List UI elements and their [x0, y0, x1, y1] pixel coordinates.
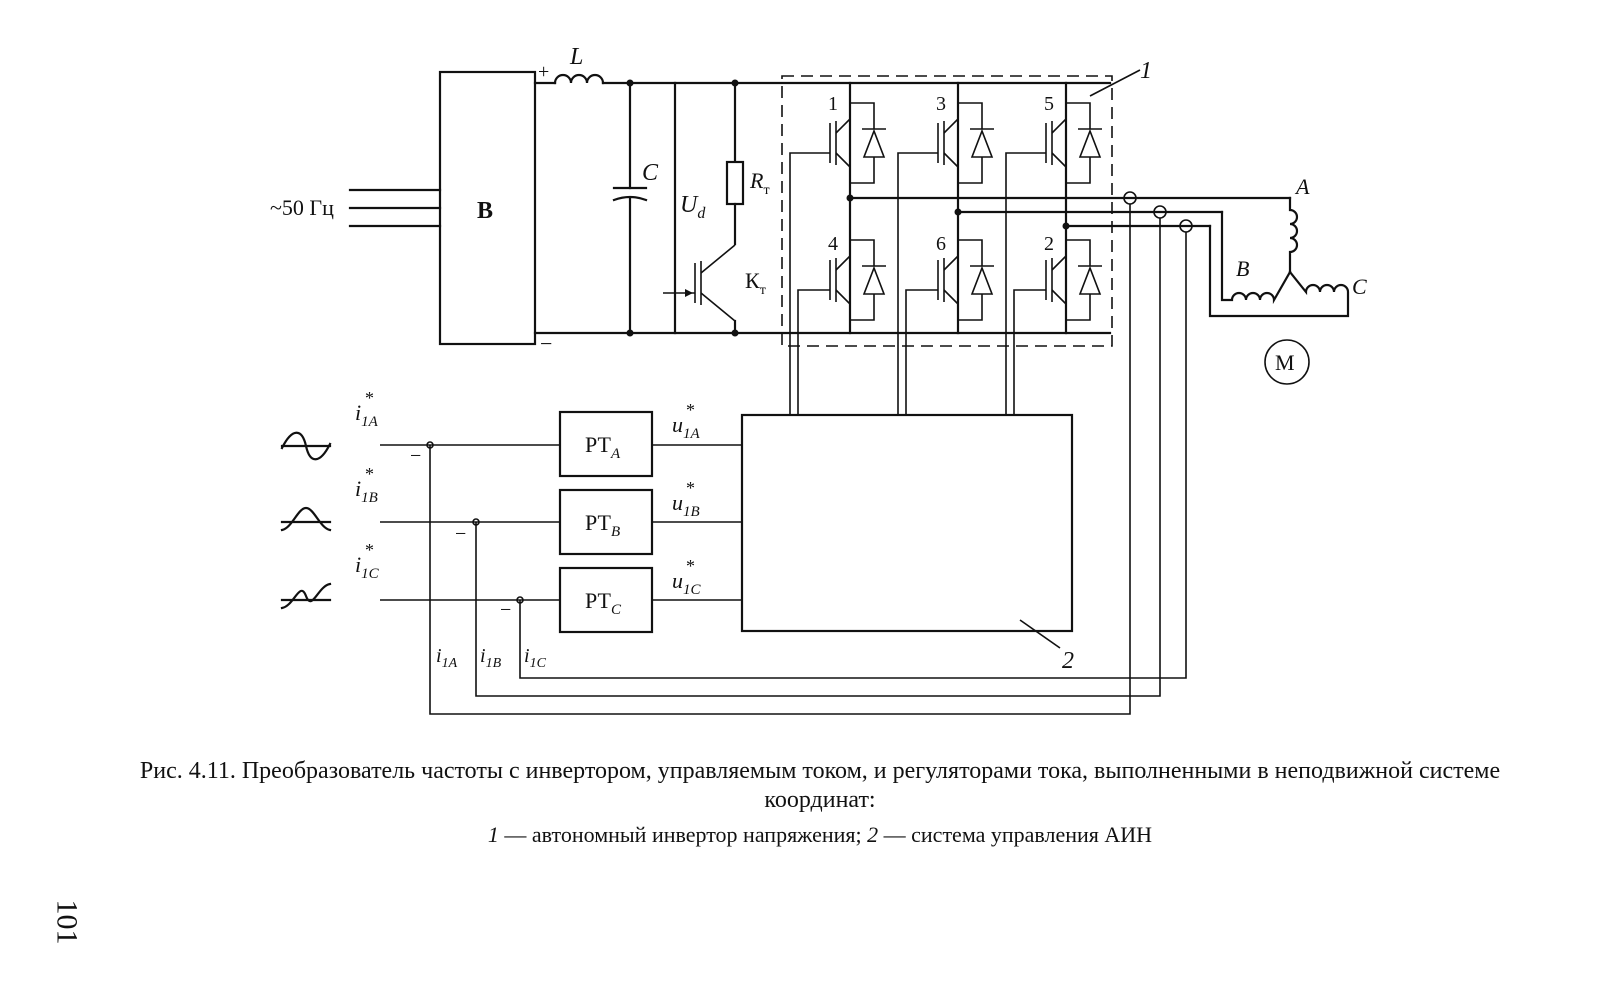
dc-voltage-label: Ud — [680, 192, 706, 222]
gate-line — [797, 289, 830, 415]
sine-source-icon — [280, 582, 332, 610]
regulator-row-a: РТA i1A * u1A * − — [280, 388, 742, 478]
ref-voltage: u1C — [672, 568, 702, 598]
gate-line — [1013, 289, 1046, 415]
inverter-number: 1 — [1140, 58, 1152, 84]
minus-sign: − — [500, 599, 511, 621]
winding-a — [1288, 196, 1299, 274]
star: * — [686, 400, 695, 420]
brake-switch — [663, 244, 736, 322]
plus-sign: + — [538, 61, 549, 83]
regulator-row-b: РТB i1B * u1B * − — [280, 464, 742, 556]
phase-label-c: C — [1352, 274, 1367, 299]
star: * — [686, 478, 695, 498]
star: * — [365, 464, 374, 484]
gate-line — [897, 152, 938, 415]
motor-symbol — [1264, 339, 1310, 385]
igbt-switch-1 — [829, 102, 887, 184]
switch-number: 4 — [828, 233, 838, 255]
motor-label: М — [1275, 350, 1295, 375]
legend-text: — система управления АИН — [878, 822, 1153, 847]
switch-number: 2 — [1044, 233, 1054, 255]
feedback-b — [475, 218, 1161, 697]
ref-voltage: u1A — [672, 412, 701, 442]
igbt-switch-4 — [829, 239, 887, 321]
regulator-block — [558, 566, 654, 634]
legend-num: 1 — [487, 822, 499, 847]
inductor — [553, 73, 605, 85]
igbt-switch-5 — [1045, 102, 1103, 184]
star: * — [365, 388, 374, 408]
winding-b — [1220, 210, 1292, 305]
phase-label-b: B — [1236, 256, 1249, 281]
figure-legend: 1 — автономный инвертор напряжения; 2 — … — [120, 820, 1520, 849]
ref-current: i1A — [355, 400, 379, 430]
capacitor-label: C — [642, 160, 659, 186]
feedback-c — [519, 232, 1187, 679]
sine-source-icon — [280, 506, 332, 532]
minus-sign: − — [410, 445, 421, 467]
igbt-switch-6 — [937, 239, 995, 321]
regulator-row-c: РТC i1C * u1C * − — [280, 540, 742, 634]
ref-current: i1C — [355, 552, 380, 582]
star: * — [686, 556, 695, 576]
control-number: 2 — [1062, 648, 1074, 674]
switch-number: 5 — [1044, 93, 1054, 115]
ref-voltage: u1B — [672, 490, 700, 520]
igbt-switch-3 — [937, 102, 995, 184]
minus-sign: − — [455, 523, 466, 545]
supply-label: ~50 Гц — [270, 195, 334, 220]
legend-num: 2 — [867, 822, 879, 847]
switch-number: 3 — [936, 93, 946, 115]
gate-line — [1005, 152, 1046, 415]
winding-c — [1208, 224, 1350, 318]
regulator-label: РТA — [585, 432, 621, 462]
ref-current: i1B — [355, 476, 378, 506]
phase-label-a: A — [1294, 174, 1310, 199]
regulator-label: РТC — [585, 588, 622, 618]
regulator-label: РТB — [585, 510, 620, 540]
feedback-label-a: i1A — [436, 645, 458, 671]
regulator-block — [558, 410, 654, 478]
feedback-a — [429, 204, 1131, 715]
rectifier-block — [438, 70, 537, 346]
star: * — [365, 540, 374, 560]
feedback-label-c: i1C — [524, 645, 547, 671]
figure-caption: Рис. 4.11. Преобразователь частоты с инв… — [139, 758, 1501, 813]
switch-number: 1 — [828, 93, 838, 115]
brake-resistor — [725, 160, 745, 206]
gate-line — [905, 289, 938, 415]
feedback-label-b: i1B — [480, 645, 502, 671]
control-system-block — [740, 413, 1074, 633]
brake-switch-label: Кт — [745, 268, 766, 298]
switch-number: 6 — [936, 233, 946, 255]
minus-sign: − — [540, 331, 552, 356]
control-leader — [1019, 619, 1061, 649]
page-number: 101 — [50, 899, 84, 945]
brake-resistor-label: Rт — [749, 168, 770, 198]
inverter-leader — [1089, 69, 1141, 97]
rectifier-label: В — [477, 198, 493, 224]
legend-text: — автономный инвертор напряжения; — [498, 822, 868, 847]
sine-source-icon — [280, 431, 332, 461]
gate-line — [789, 152, 830, 415]
inductor-label: L — [569, 44, 583, 70]
igbt-switch-2 — [1045, 239, 1103, 321]
